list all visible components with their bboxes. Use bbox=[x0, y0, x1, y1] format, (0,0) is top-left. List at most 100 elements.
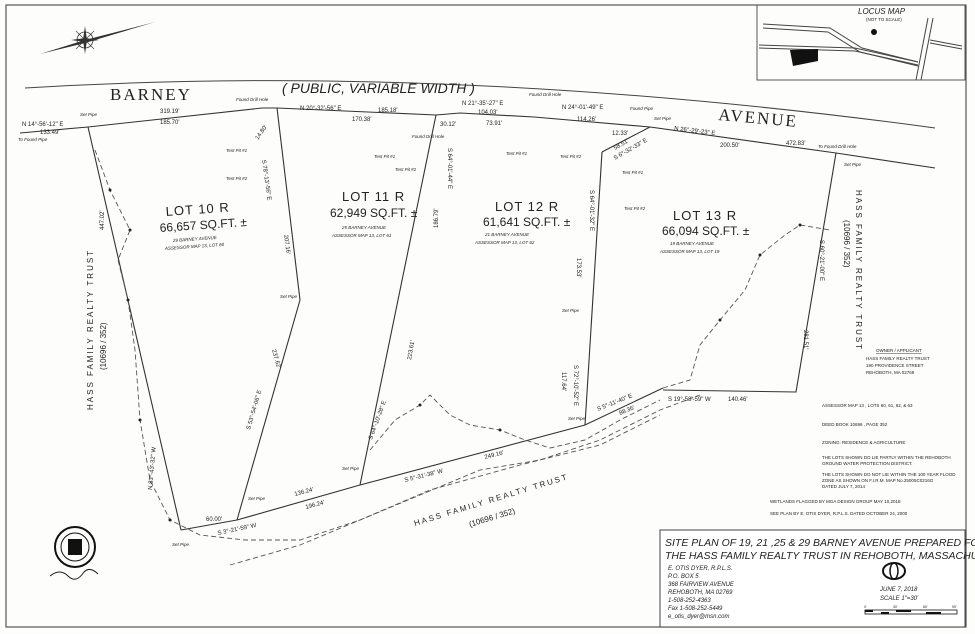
wetland-line-south bbox=[229, 414, 661, 566]
distance-label: 185.70' bbox=[160, 120, 180, 126]
distance-label: 117.64' bbox=[560, 372, 566, 391]
lot-area: 66,657 SQ.FT. ± bbox=[159, 215, 247, 235]
plan-notes: OWNER / APPLICANT HASS FAMILY REALTY TRU… bbox=[770, 348, 956, 516]
bearing-label: S 3°-21'-59" W bbox=[217, 523, 257, 537]
note-groundwater: GROUND WATER PROTECTION DISTRICT. bbox=[822, 461, 913, 466]
bearing-label: S 64°-01'-32" E bbox=[588, 190, 594, 231]
owner-heading: OWNER / APPLICANT bbox=[876, 348, 922, 353]
locus-north-icon bbox=[871, 29, 877, 35]
locus-road-east bbox=[929, 39, 963, 50]
distance-label: 185.18' bbox=[378, 108, 398, 114]
test-pit-label: Test Pit #2 bbox=[624, 206, 646, 211]
lot-10r-west-line bbox=[87, 126, 182, 531]
wetland-flag bbox=[138, 418, 142, 422]
bearing-label: S 64°-10'-28" E bbox=[368, 400, 388, 441]
distance-label: 136.24' bbox=[294, 487, 314, 498]
title-block-frame bbox=[659, 529, 966, 628]
monument-label: Set Pipe bbox=[80, 112, 98, 117]
note-flood: THE LOTS SHOWN DO NOT LIE WITHIN THE 100… bbox=[822, 472, 956, 477]
owner-line: HASS FAMILY REALTY TRUST bbox=[866, 356, 930, 361]
distance-label: 223.61' bbox=[407, 340, 416, 360]
test-pit-label: Test Pit #1 bbox=[506, 151, 528, 156]
title-block: SITE PLAN OF 19, 21 ,25 & 29 BARNEY AVEN… bbox=[659, 529, 975, 628]
surveyor-line: REHOBOTH, MA 02769 bbox=[668, 590, 733, 596]
monument-label: Set Pipe bbox=[172, 542, 190, 547]
lot-address: 29 BARNEY AVENUE bbox=[172, 235, 218, 243]
lot-name: LOT 11 R bbox=[342, 189, 405, 204]
distance-label: 133.49' bbox=[40, 130, 60, 136]
plan-date: JUNE 7, 2018 bbox=[879, 587, 918, 593]
test-pit-label: Test Pit #1 bbox=[622, 170, 644, 175]
test-pit-label: Test Pit #1 bbox=[226, 148, 248, 153]
locus-road-barney bbox=[758, 44, 919, 66]
lot-11r: LOT 11 R 62,949 SQ.FT. ± 25 BARNEY AVENU… bbox=[330, 189, 418, 238]
note-wetlands: WETLANDS FLAGGED BY MGA DESIGN GROUP MAY… bbox=[770, 499, 901, 504]
rear-lot-line bbox=[180, 387, 664, 531]
monument-label: Set Pipe bbox=[280, 294, 298, 299]
plan-title-line1: SITE PLAN OF 19, 21 ,25 & 29 BARNEY AVEN… bbox=[665, 537, 975, 549]
monument-label: Found Drill Hole bbox=[236, 97, 269, 102]
monument-label: Set Pipe bbox=[342, 466, 360, 471]
lot-assessor: ASSESSOR MAP 13, LOT 60 bbox=[164, 242, 225, 251]
distance-label: 14.80' bbox=[255, 124, 269, 141]
lot-area: 66,094 SQ.FT. ± bbox=[662, 224, 750, 238]
plan-scale: SCALE 1"=30' bbox=[880, 596, 919, 602]
distance-label: 281.51' bbox=[802, 330, 808, 350]
bearing-label: N 24°-01'-49" E bbox=[562, 105, 603, 111]
locus-map-subtitle: (NOT TO SCALE) bbox=[866, 17, 902, 22]
surveyor-logo-icon bbox=[882, 562, 906, 580]
distance-label: 104.03' bbox=[478, 110, 498, 116]
wetland-flag bbox=[128, 228, 132, 232]
lot-assessor: ASSESSOR MAP 13, LOT 61 bbox=[331, 233, 392, 238]
distance-label: 114.26' bbox=[577, 117, 596, 123]
lot-11r-east-line bbox=[359, 114, 437, 486]
lot-12r-east-line bbox=[584, 151, 603, 426]
lot-address: 25 BARNEY AVENUE bbox=[341, 225, 387, 230]
monument-label: Found Drill Hole bbox=[412, 134, 445, 139]
distance-label: 447.02' bbox=[100, 211, 106, 231]
distance-label: 12.33' bbox=[612, 131, 628, 137]
surveyor-line: P.O. BOX 5 bbox=[668, 574, 699, 580]
note-groundwater: THE LOTS SHOWN DO LIE PARTLY WITHIN THE … bbox=[822, 455, 951, 460]
wetland-line-east bbox=[662, 224, 831, 389]
distance-label: 186.79' bbox=[434, 209, 440, 229]
test-pit-label: Test Pit #2 bbox=[560, 154, 582, 159]
wetland-line-middle bbox=[369, 394, 661, 451]
distance-label: 60.00' bbox=[206, 517, 222, 523]
lot-assessor: ASSESSOR MAP 13, LOT 62 bbox=[474, 240, 535, 245]
bearing-label: N 21°-35'-27" E bbox=[462, 101, 503, 107]
abutter-east: HASS FAMILY REALTY TRUST (10696 / 352) bbox=[842, 190, 863, 351]
surveyor-line: 368 FAIRVIEW AVENUE bbox=[668, 582, 735, 588]
scale-tick: 0' bbox=[864, 605, 867, 609]
owner-line: 190 PROVIDENCE STREET bbox=[866, 363, 924, 368]
monument-label: Set Pipe bbox=[654, 116, 672, 121]
wetland-flag bbox=[758, 253, 762, 257]
abutter-west: HASS FAMILY REALTY TRUST (10696 / 352) bbox=[86, 249, 108, 410]
wetland-flag bbox=[718, 318, 722, 322]
lot-name: LOT 12 R bbox=[495, 199, 559, 214]
scale-tick: 90' bbox=[952, 605, 957, 609]
road-width-note: ( PUBLIC, VARIABLE WIDTH ) bbox=[282, 80, 475, 96]
bearing-label: N 14°-56'-12" E bbox=[22, 122, 63, 128]
lot-area: 61,641 SQ.FT. ± bbox=[483, 215, 571, 229]
bearing-label: S 64°-01'-44" E bbox=[446, 148, 452, 189]
wetland-flag bbox=[126, 298, 130, 302]
road-name-barney: BARNEY bbox=[110, 85, 192, 104]
frontage-spur bbox=[601, 126, 651, 153]
distance-label: 207.16' bbox=[282, 234, 291, 254]
locus-site-parcel bbox=[790, 49, 818, 66]
bearing-label: N 20°-32'-56" E bbox=[300, 106, 341, 112]
monument-label: Found Pipe bbox=[630, 106, 654, 111]
distance-label: 196.24' bbox=[305, 500, 325, 511]
scale-bar: 0' 30' 60' 90' bbox=[864, 605, 958, 615]
surveyor-seal bbox=[49, 526, 99, 580]
wetland-flags bbox=[108, 188, 802, 522]
wetland-flag bbox=[108, 188, 112, 192]
wetland-line-west bbox=[94, 149, 701, 541]
locus-road-cross bbox=[915, 17, 934, 81]
lot-area: 62,949 SQ.FT. ± bbox=[330, 206, 418, 220]
note-flood: DATED JULY 7, 2014 bbox=[822, 484, 866, 489]
bearing-label: S 53°-54'-06" E bbox=[246, 389, 263, 430]
scale-tick: 30' bbox=[893, 605, 898, 609]
